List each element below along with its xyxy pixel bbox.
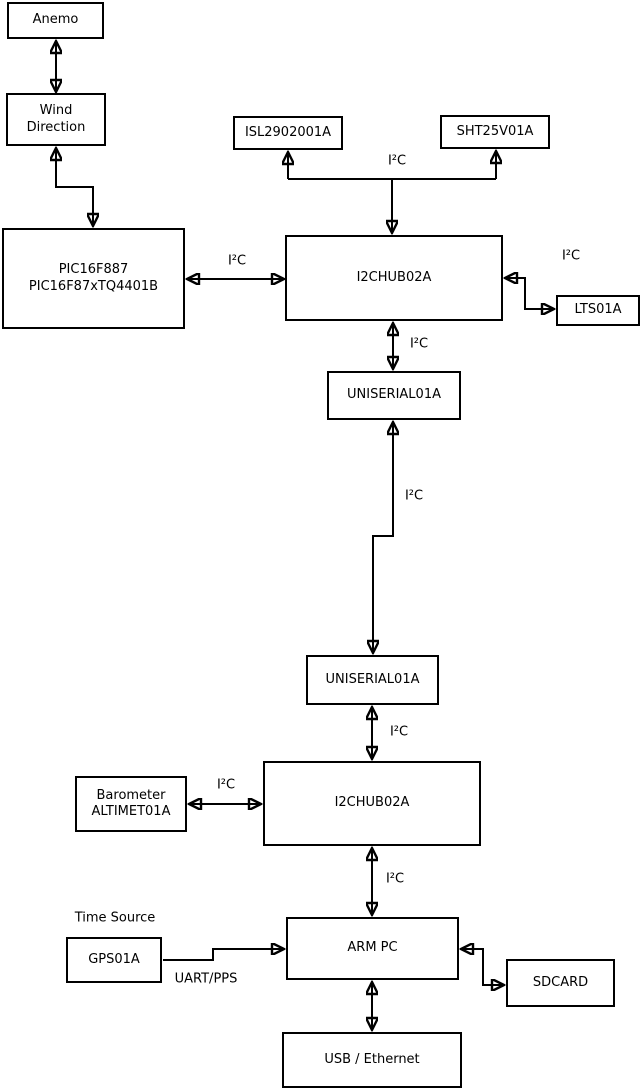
node-uniserial-top-label: UNISERIAL01A: [347, 387, 441, 403]
connector-gps-armpc: [163, 949, 284, 961]
node-usb-ethernet-label: USB / Ethernet: [324, 1051, 420, 1067]
node-sdcard: SDCARD: [506, 959, 615, 1007]
node-arm-pc: ARM PC: [286, 917, 459, 980]
node-sdcard-label: SDCARD: [532, 974, 589, 990]
bus-label-hub1-lts: I²C: [561, 248, 581, 264]
node-i2chub-2-label: I2CHUB02A: [334, 795, 410, 811]
connector-wind-pic: [56, 148, 93, 226]
node-lts-label: LTS01A: [574, 302, 622, 318]
node-arm-pc-label: ARM PC: [347, 940, 398, 956]
node-anemo-label: Anemo: [32, 12, 79, 28]
bus-label-hub1-uniserial: I²C: [409, 336, 429, 352]
node-lts: LTS01A: [556, 295, 640, 326]
bus-label-pic-hub1: I²C: [227, 253, 247, 269]
bus-label-hub2-armpc: I²C: [385, 871, 405, 887]
node-uniserial-bottom: UNISERIAL01A: [306, 655, 439, 705]
node-i2chub-1-label: I2CHUB02A: [356, 269, 432, 285]
node-barometer: Barometer ALTIMET01A: [75, 776, 187, 832]
annotation-time-source: Time Source: [74, 910, 156, 926]
node-wind-direction-label-line2: Direction: [26, 119, 86, 135]
bus-label-gps-armpc: UART/PPS: [174, 971, 238, 987]
bus-label-sensors-hub1: I²C: [387, 153, 407, 169]
connector-armpc-sdcard: [461, 949, 504, 985]
node-i2chub-2: I2CHUB02A: [263, 761, 481, 846]
node-sht: SHT25V01A: [440, 115, 550, 149]
node-gps: GPS01A: [66, 937, 162, 983]
connector-uniserial-link: [373, 422, 393, 653]
node-usb-ethernet: USB / Ethernet: [282, 1032, 462, 1088]
bus-label-barometer-hub2: I²C: [216, 777, 236, 793]
node-barometer-label-line1: Barometer: [96, 787, 166, 803]
connector-hub1-lts: [505, 278, 554, 309]
node-uniserial-top: UNISERIAL01A: [327, 371, 461, 420]
node-pic-label-line1: PIC16F887: [58, 262, 129, 278]
node-wind-direction: Wind Direction: [6, 93, 106, 146]
node-anemo: Anemo: [7, 2, 104, 39]
node-isl-label: ISL2902001A: [244, 124, 332, 140]
node-barometer-label-line2: ALTIMET01A: [91, 804, 171, 819]
node-i2chub-1: I2CHUB02A: [285, 235, 503, 321]
node-pic: PIC16F887 PIC16F87xTQ4401B: [2, 228, 185, 329]
bus-label-uniserial-link: I²C: [404, 488, 424, 504]
node-gps-label: GPS01A: [88, 951, 140, 967]
node-sht-label: SHT25V01A: [456, 123, 534, 139]
node-isl: ISL2902001A: [233, 116, 343, 150]
node-pic-label-line2: PIC16F87xTQ4401B: [28, 278, 159, 294]
bus-label-uniserial-hub2: I²C: [389, 724, 409, 740]
node-uniserial-bottom-label: UNISERIAL01A: [325, 671, 420, 687]
node-wind-direction-label-line1: Wind: [39, 103, 73, 119]
